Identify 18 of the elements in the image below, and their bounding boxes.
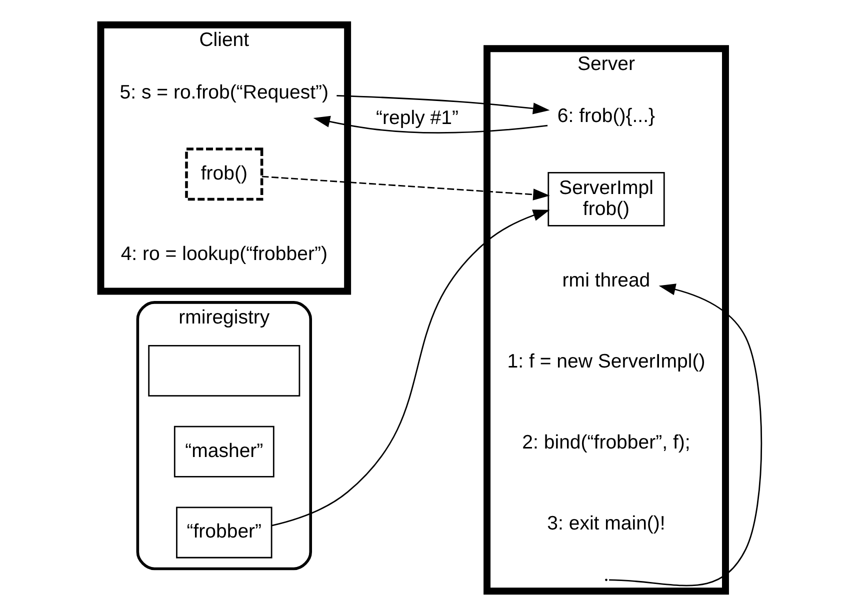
node-text: 5: s = ro.frob(“Request”) [120, 81, 329, 104]
arrow [609, 284, 762, 586]
node-box: “masher” [174, 426, 274, 478]
arrow [272, 210, 550, 526]
label: 4: ro = lookup(“frobber”) [120, 243, 328, 266]
node-box: ServerImpl frob() [548, 172, 665, 226]
label: 1: f = new ServerImpl() [507, 350, 706, 373]
node-box [148, 344, 300, 397]
node-box: “frobber” [176, 506, 272, 558]
edge-label: “reply #1” [376, 107, 459, 130]
arrow [313, 116, 548, 134]
arrow [262, 176, 550, 200]
node-text: 6: frob(){...} [557, 105, 656, 128]
label: 2: bind(“frobber”, f); [522, 431, 690, 454]
node-box: frob() [185, 148, 264, 201]
node-text: rmi thread [562, 270, 650, 292]
label: 3: exit main()! [547, 512, 666, 534]
arrow [336, 95, 550, 114]
